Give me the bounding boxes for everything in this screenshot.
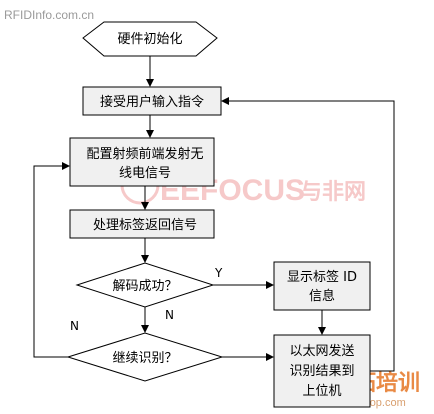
display-node-shape	[273, 261, 371, 311]
config-node-label-2: 线电信号	[119, 166, 171, 181]
display-node-label-2: 信息	[309, 288, 335, 304]
edge-label-continue-no: N	[70, 319, 79, 333]
display-node-label-1: 显示标签 ID	[287, 269, 357, 285]
decode-decision-label: 解码成功？	[112, 279, 177, 294]
config-node-shape	[69, 137, 215, 187]
init-node-label: 硬件初始化	[117, 32, 182, 47]
send-node-label-3: 上位机	[302, 384, 341, 399]
edge-continue-loop	[33, 162, 70, 358]
send-node-label-2: 识别结果到	[289, 364, 354, 379]
edge-label-decode-yes: Y	[214, 266, 223, 280]
send-node-label-1: 以太网发送	[289, 343, 354, 359]
init-node-shape	[82, 21, 218, 57]
config-node-label-1: 配置射频前端发射无	[86, 146, 203, 162]
process-node-shape	[69, 209, 215, 239]
receive-node-label: 接受用户输入指令	[100, 94, 204, 110]
process-node-label: 处理标签返回信号	[93, 217, 197, 233]
edge-label-decode-no: N	[165, 308, 174, 322]
watermark-eefocus-cn: 与非网	[300, 180, 366, 205]
continue-decision-label: 继续识别？	[112, 351, 177, 366]
edge-send-receive	[221, 97, 395, 372]
watermark-rfidinfo: RFIDInfo.com.cn	[4, 8, 94, 22]
receive-node-shape	[82, 86, 222, 116]
